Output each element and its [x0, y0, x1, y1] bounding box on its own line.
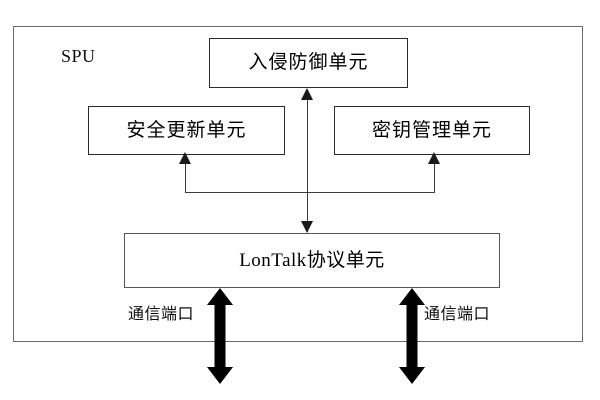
box-lontalk-protocol-unit: LonTalk协议单元 — [124, 233, 500, 288]
connector-bus-to-security-update-shaft — [184, 162, 186, 193]
arrowhead-up-icon-key-management — [428, 152, 440, 164]
arrowhead-up-icon-security-update — [179, 152, 191, 164]
arrowhead-up-icon-intrusion — [301, 88, 313, 100]
box-security-update-unit: 安全更新单元 — [88, 106, 285, 155]
spu-label: SPU — [61, 46, 96, 66]
box-security-update-unit-label: 安全更新单元 — [126, 119, 247, 141]
box-intrusion-prevention-unit-label: 入侵防御单元 — [248, 52, 369, 73]
connector-bus-to-key-management-shaft — [433, 162, 435, 193]
arrowhead-down-icon-lontalk — [301, 221, 313, 233]
box-key-management-unit-label: 密钥管理单元 — [371, 119, 492, 141]
connector-horizontal-bus — [185, 191, 434, 193]
communication-port-left-label: 通信端口 — [128, 306, 195, 323]
spu-container-frame — [13, 26, 583, 342]
box-lontalk-protocol-unit-label: LonTalk协议单元 — [239, 249, 385, 271]
box-key-management-unit: 密钥管理单元 — [334, 106, 530, 155]
thick-double-arrow-icon-left-port — [207, 288, 233, 384]
connector-lontalk-to-intrusion-shaft — [306, 90, 308, 232]
communication-port-right-label: 通信端口 — [424, 306, 491, 323]
box-intrusion-prevention-unit: 入侵防御单元 — [209, 38, 408, 88]
thick-double-arrow-icon-right-port — [399, 288, 425, 384]
